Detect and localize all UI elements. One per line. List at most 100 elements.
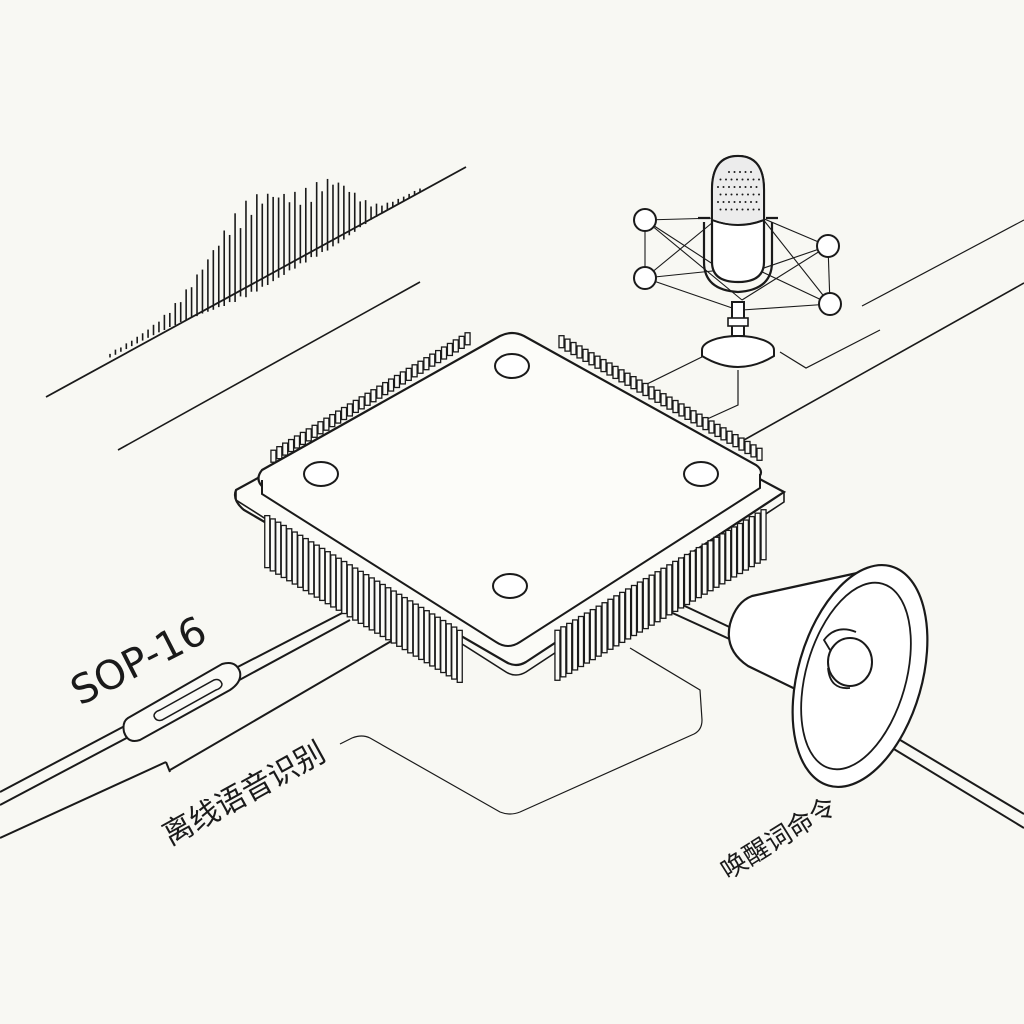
chip-pin bbox=[412, 603, 419, 657]
chip-pin bbox=[589, 608, 596, 661]
chip-pin bbox=[396, 593, 403, 647]
chip-pin bbox=[323, 417, 330, 431]
chip-pin bbox=[624, 588, 632, 640]
chip-pin bbox=[275, 521, 282, 575]
chip-pin bbox=[445, 623, 452, 677]
chip-pin bbox=[302, 537, 309, 592]
chip-pin bbox=[346, 564, 353, 618]
chip-pin bbox=[738, 437, 745, 451]
chip-pin bbox=[595, 605, 602, 657]
mic-grille-dot bbox=[736, 193, 738, 196]
mic-grille-dot bbox=[744, 186, 747, 188]
chip-pin bbox=[399, 371, 407, 385]
chip-pin bbox=[280, 524, 287, 579]
network-nodes bbox=[633, 208, 842, 316]
mic-grille-dot bbox=[717, 186, 719, 188]
chip-pin bbox=[363, 573, 370, 628]
mic-grille-dot bbox=[739, 201, 741, 203]
chip-pin bbox=[341, 560, 348, 615]
chip-pin bbox=[390, 590, 397, 644]
chip-pin bbox=[756, 447, 763, 461]
speaker-icon bbox=[727, 563, 929, 789]
chip-pin bbox=[566, 622, 573, 675]
chip-pin bbox=[606, 362, 613, 376]
mic-grille-dot bbox=[736, 208, 738, 211]
chip-pin bbox=[319, 547, 326, 602]
chip-pin bbox=[624, 372, 631, 386]
chip-pin bbox=[720, 427, 727, 441]
mic-grille-dot bbox=[741, 208, 744, 211]
mic-grille-dot bbox=[750, 186, 752, 188]
chip-pin bbox=[760, 509, 767, 561]
mic-grille-dot bbox=[747, 193, 749, 196]
chip-pin bbox=[393, 374, 401, 389]
chip-pin bbox=[334, 410, 342, 424]
mic-grille-dot bbox=[752, 208, 755, 211]
mic-grille-dot bbox=[758, 193, 760, 196]
chip-pin bbox=[358, 396, 365, 410]
chip-pin bbox=[714, 423, 721, 438]
chip-pin bbox=[750, 444, 757, 458]
chip-top bbox=[257, 331, 763, 647]
chip-pin bbox=[446, 342, 454, 357]
chip-pin bbox=[291, 531, 298, 585]
chip-pin bbox=[451, 626, 458, 680]
chip-pin bbox=[613, 595, 620, 647]
mic-grille-dot bbox=[717, 201, 719, 203]
chip-pin bbox=[689, 550, 697, 602]
mic-grille-dot bbox=[758, 178, 760, 181]
chip-pin bbox=[458, 335, 465, 349]
chip-pin bbox=[607, 598, 614, 650]
mic-grille-dot bbox=[755, 201, 758, 203]
chip-pin bbox=[411, 364, 418, 378]
mic-grille-dot bbox=[741, 193, 744, 196]
chip-pin bbox=[601, 602, 608, 654]
mic-grille-dot bbox=[752, 178, 755, 181]
chip-pin bbox=[612, 365, 619, 380]
mic-grille-dot bbox=[733, 171, 736, 173]
chip-pin bbox=[264, 514, 271, 569]
chip-pin bbox=[382, 381, 389, 396]
chip-pin bbox=[368, 577, 375, 631]
chip-pin bbox=[660, 567, 667, 619]
chip-pin bbox=[429, 353, 436, 367]
mic-grille-dot bbox=[744, 171, 747, 173]
chip-pin bbox=[286, 528, 293, 582]
chip-pin bbox=[560, 626, 567, 678]
chip-pin bbox=[434, 616, 441, 670]
chip-pin bbox=[282, 442, 289, 456]
mic-grille-dot bbox=[719, 178, 722, 181]
chip-pin bbox=[648, 574, 655, 626]
mic-grille-dot bbox=[722, 186, 725, 188]
chip-pin bbox=[317, 421, 324, 435]
chip-pin bbox=[702, 416, 709, 431]
chip-pin bbox=[654, 571, 661, 623]
chip-pin bbox=[708, 420, 715, 434]
chip-pin bbox=[423, 357, 430, 371]
chip-pin bbox=[744, 440, 751, 455]
chip-pin bbox=[364, 392, 371, 406]
chip-pin bbox=[387, 378, 395, 392]
chip-pin bbox=[636, 379, 643, 393]
microphone-icon bbox=[633, 154, 842, 368]
mic-grille-dot bbox=[755, 186, 758, 188]
chip-pin bbox=[385, 587, 392, 641]
chip-pin bbox=[730, 526, 738, 578]
chip-pins-back bbox=[270, 332, 763, 463]
chip-pin bbox=[742, 519, 750, 571]
chip-pin bbox=[299, 431, 307, 446]
mic-grille-dot bbox=[744, 201, 747, 203]
mic-grille-dot bbox=[719, 193, 722, 196]
chip-pin bbox=[324, 551, 331, 605]
chip-pin bbox=[754, 512, 761, 564]
mic-grille-dot bbox=[752, 193, 755, 196]
chip-pin bbox=[666, 396, 673, 410]
mic-grille-dot bbox=[725, 208, 727, 211]
chip-pin bbox=[270, 449, 277, 463]
chip-holes bbox=[303, 353, 719, 599]
mic-grille-dot bbox=[730, 193, 733, 196]
chip-pin bbox=[654, 389, 661, 403]
mic-grille-dot bbox=[739, 171, 741, 173]
chip-pin bbox=[683, 553, 691, 606]
chip-pin bbox=[405, 367, 412, 382]
